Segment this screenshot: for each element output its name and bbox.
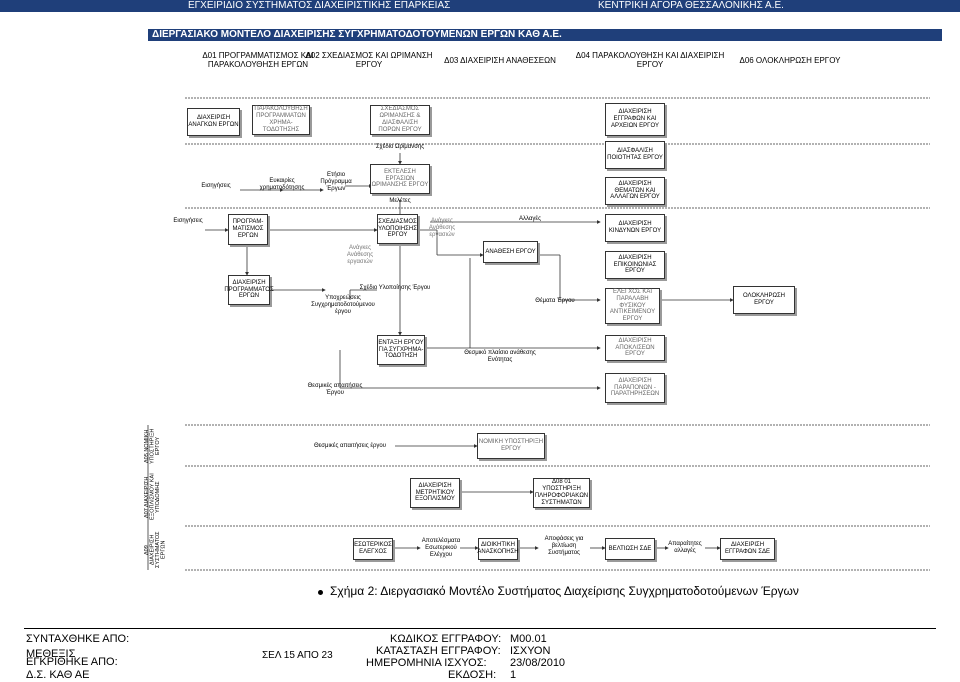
footer-syntaxthike-label: ΣΥΝΤΑΧΘΗΚΕ ΑΠΟ: xyxy=(26,633,130,645)
footer-ekdosi-value: 1 xyxy=(510,669,517,681)
caption-bullet xyxy=(318,590,323,595)
label-thesmiko-plaisio: Θεσμικό πλαίσιο ανάθεσης Ενότητας xyxy=(464,350,536,363)
label-eisigiseis-1: Εισηγήσεις xyxy=(201,183,231,189)
box-esoterikos-elegxos: ΕΣΩΤΕΡΙΚΟΣ ΕΛΕΓΧΟΣ xyxy=(353,538,393,560)
box-eggrafon-sde: ΔΙΑΧΕΙΡΙΣΗ ΕΓΓΡΑΦΩΝ ΣΔΕ xyxy=(720,538,775,560)
box-oloklirosi: ΟΛΟΚΛΗΡΩΣΗ ΕΡΓΟΥ xyxy=(733,286,795,314)
label-etisio-programma: Ετήσιο Πρόγραμμα Έργων xyxy=(320,172,352,192)
label-aparaitites-allages: Απαραίτητες αλλαγές xyxy=(668,541,702,554)
box-elegxos-paralavi: ΕΛΕΓΧΟΣ ΚΑΙ ΠΑΡΑΛΑΒΗ ΦΥΣΙΚΟΥ ΑΝΤΙΚΕΙΜΕΝΟ… xyxy=(605,288,660,324)
box-anagkon-ergon: ΔΙΑΧΕΙΡΙΣΗ ΑΝΑΓΚΩΝ ΕΡΓΩΝ xyxy=(187,108,240,136)
footer-kodikos-label: ΚΩΔΙΚΟΣ ΕΓΓΡΑΦΟΥ: xyxy=(390,633,502,645)
box-anathesi: ΑΝΑΘΕΣΗ ΕΡΓΟΥ xyxy=(483,241,538,263)
footer-divider xyxy=(24,628,936,629)
label-apofaseis: Αποφάσεις για βελτίωση Συστήματος xyxy=(544,536,584,556)
label-sxedio-ylopoiisis: Σχέδιο Υλοποίησης Έργου xyxy=(359,285,431,291)
box-programmatismos: ΠΡΟΓΡΑΜ-ΜΑΤΙΣΜΟΣ ΕΡΓΩΝ xyxy=(228,214,268,245)
box-epikoinonias: ΔΙΑΧΕΙΡΙΣΗ ΕΠΙΚΟΙΝΩΝΙΑΣ ΕΡΓΟΥ xyxy=(605,251,665,279)
footer-imerominia-value: 23/08/2010 xyxy=(510,657,566,669)
footer-katastasi-value: ΙΣΧΥΟΝ xyxy=(510,645,551,657)
box-kindynon: ΔΙΑΧΕΙΡΙΣΗ ΚΙΝΔΥΝΩΝ ΕΡΓΟΥ xyxy=(605,214,665,242)
box-nomiki-ypostirixi: ΝΟΜΙΚΗ ΥΠΟΣΤΗΡΙΞΗ ΕΡΓΟΥ xyxy=(477,433,545,459)
box-eggrafon-arxeion: ΔΙΑΧΕΙΡΙΣΗ ΕΓΓΡΑΦΩΝ ΚΑΙ ΑΡΧΕΙΩΝ ΕΡΓΟΥ xyxy=(605,103,665,136)
header-left-text: ΕΓΧΕΙΡΙΔΙΟ ΣΥΣΤΗΜΑΤΟΣ ΔΙΑΧΕΙΡΙΣΤΙΚΗΣ ΕΠΑ… xyxy=(188,0,451,11)
box-d08-ypostirixi: Δ08 01 ΥΠΟΣΤΗΡΙΞΗ ΠΛΗΡΟΦΟΡΙΑΚΩΝ ΣΥΣΤΗΜΑΤ… xyxy=(533,478,590,508)
footer-egkrithike-label: ΕΓΚΡΙΘΗΚΕ ΑΠΟ: xyxy=(26,656,118,668)
box-metrikou-exoplismou: ΔΙΑΧΕΙΡΙΣΗ ΜΕΤΡΗΤΙΚΟΥ ΕΞΟΠΛΙΣΜΟΥ xyxy=(410,478,460,508)
footer-kodikos-value: Μ00.01 xyxy=(510,633,547,645)
lane-d05: Δ05 ΝΟΜΙΚΗ ΥΠΟΣΤΗΡΙΞΗ ΕΡΓΟΥ xyxy=(144,428,161,464)
label-thesmikes-apaitiseis-2: Θεσμικές απαιτήσεις έργου xyxy=(313,443,387,449)
phase-d02: Δ02 ΣΧΕΔΙΑΣΜΟΣ ΚΑΙ ΩΡΙΜΑΝΣΗ ΕΡΓΟΥ xyxy=(305,51,433,69)
footer-egkrithike-value: Δ.Σ. ΚΑΘ ΑΕ xyxy=(26,669,90,681)
box-paraponon: ΔΙΑΧΕΙΡΙΣΗ ΠΑΡΑΠΟΝΩΝ - ΠΑΡΑΤΗΡΗΣΕΩΝ xyxy=(605,373,665,403)
lane-d07: Δ07 ΔΙΑΧΕΙΡΙΣΗ ΕΞΟΠΛΙΣΜΟΥ ΚΑΙ ΥΠΟΔΟΜΗΣ xyxy=(144,473,161,521)
phase-d06: Δ06 ΟΛΟΚΛΗΡΩΣΗ ΕΡΓΟΥ xyxy=(739,55,841,65)
box-parakolouthisi-programmaton: ΠΑΡΑΚΟΛΟΥΘΗΣΗ ΠΡΟΓΡΑΜΜΑΤΩΝ ΧΡΗΜΑ-ΤΟΔΟΤΗΣ… xyxy=(252,105,310,135)
label-ypoxreoseis: Υποχρεώσεις Συγχρηματοδοτούμενου έργου xyxy=(311,295,375,315)
header-right-text: ΚΕΝΤΡΙΚΗ ΑΓΟΡΑ ΘΕΣΣΑΛΟΝΙΚΗΣ Α.Ε. xyxy=(598,0,784,11)
footer-imerominia-label: ΗΜΕΡΟΜΗΝΙΑ ΙΣΧΥΟΣ: xyxy=(366,657,487,669)
lane-d09: Δ09 ΔΙΑΧΕΙΡΙΣΗ ΣΥΣΤΗΜΑΤΟΣ ΕΡΓΩΝ xyxy=(144,531,167,569)
footer-ekdosi-label: ΕΚΔΟΣΗ: xyxy=(448,669,497,681)
box-programmatos-ergon: ΔΙΑΧΕΙΡΙΣΗ ΠΡΟΓΡΑΜΜΑΤΟΣ ΕΡΓΩΝ xyxy=(224,275,274,305)
phase-d03: Δ03 ΔΙΑΧΕΙΡΙΣΗ ΑΝΑΘΕΣΕΩΝ xyxy=(444,55,556,65)
label-anagkes-anathesis-b: Ανάγκες Ανάθεσης εργασιών xyxy=(346,245,374,265)
box-dioikitiki-anaskopisi: ΔΙΟΙΚΗΤΙΚΗ ΑΝΑΣΚΟΠΗΣΗ xyxy=(477,538,519,560)
label-allages: Αλλαγές xyxy=(519,216,541,222)
label-anagkes-anathesis-a: Ανάγκες Ανάθεσης εργασιών xyxy=(428,218,456,238)
box-veltiosi-sde: ΒΕΛΤΙΩΣΗ ΣΔΕ xyxy=(605,538,655,560)
phase-d04: Δ04 ΠΑΡΑΚΟΛΟΥΘΗΣΗ ΚΑΙ ΔΙΑΧΕΙΡΙΣΗ ΕΡΓΟΥ xyxy=(575,51,725,69)
label-apotelesmata: Αποτελέσματα Εσωτερικού Ελέγχου xyxy=(421,538,461,558)
footer-katastasi-label: ΚΑΤΑΣΤΑΣΗ ΕΓΓΡΑΦΟΥ: xyxy=(376,645,501,657)
footer-page-number: ΣΕΛ 15 ΑΠΟ 23 xyxy=(262,650,333,661)
box-entaxi: ΕΝΤΑΞΗ ΕΡΓΟΥ ΓΙΑ ΣΥΓΧΡΗΜΑ-ΤΟΔΟΤΗΣΗ xyxy=(377,335,425,365)
label-eisigiseis-2: Εισηγήσεις xyxy=(173,218,203,224)
box-ektelesi-ergasion: ΕΚΤΕΛΕΣΗ ΕΡΓΑΣΙΩΝ ΩΡΙΜΑΝΣΗΣ ΕΡΓΟΥ xyxy=(370,164,430,194)
phase-d01: Δ01 ΠΡΟΓΡΑΜΜΑΤΙΣΜΟΣ ΚΑΙ ΠΑΡΑΚΟΛΟΥΘΗΣΗ ΕΡ… xyxy=(202,51,314,69)
label-eukairies: Ευκαιρίες χρηματοδότησης xyxy=(259,178,305,191)
box-sxediasmos-orimansis: ΣΧΕΔΙΑΣΜΟΣ ΩΡΙΜΑΝΣΗΣ & ΔΙΑΣΦΑΛΙΣΗ ΠΟΡΩΝ … xyxy=(370,105,430,135)
footer-syntaxthike-value: ΜΕΘΕΞΙΣ xyxy=(26,648,76,660)
label-thesmikes-apaitiseis-1: Θεσμικές απαιτήσεις Έργου xyxy=(307,383,363,396)
diagram-title: ΔΙΕΡΓΑΣΙΑΚΟ ΜΟΝΤΕΛΟ ΔΙΑΧΕΙΡΙΣΗΣ ΣΥΓΧΡΗΜΑ… xyxy=(148,29,942,41)
label-sxedio-orimansis: Σχέδιο Ωρίμανσης xyxy=(375,144,425,150)
page-header: ΕΓΧΕΙΡΙΔΙΟ ΣΥΣΤΗΜΑΤΟΣ ΔΙΑΧΕΙΡΙΣΤΙΚΗΣ ΕΠΑ… xyxy=(0,0,960,12)
box-poiotitas: ΔΙΑΣΦΑΛΙΣΗ ΠΟΙΟΤΗΤΑΣ ΕΡΓΟΥ xyxy=(605,141,665,169)
box-apokliseon: ΔΙΑΧΕΙΡΙΣΗ ΑΠΟΚΛΙΣΕΩΝ ΕΡΓΟΥ xyxy=(605,335,665,361)
figure-caption: Σχήμα 2: Διεργασιακό Μοντέλο Συστήματος … xyxy=(330,584,799,598)
box-sxediasmos-ylopoiisis: ΣΧΕΔΙΑΣΜΟΣ ΥΛΟΠΟΙΗΣΗΣ ΕΡΓΟΥ xyxy=(377,214,418,244)
label-meletes: Μελέτες xyxy=(389,198,411,204)
box-thematon-allagon: ΔΙΑΧΕΙΡΙΣΗ ΘΕΜΑΤΩΝ ΚΑΙ ΑΛΛΑΓΩΝ ΕΡΓΟΥ xyxy=(605,177,665,205)
label-themata-ergou: Θέματα Έργου xyxy=(535,298,575,304)
